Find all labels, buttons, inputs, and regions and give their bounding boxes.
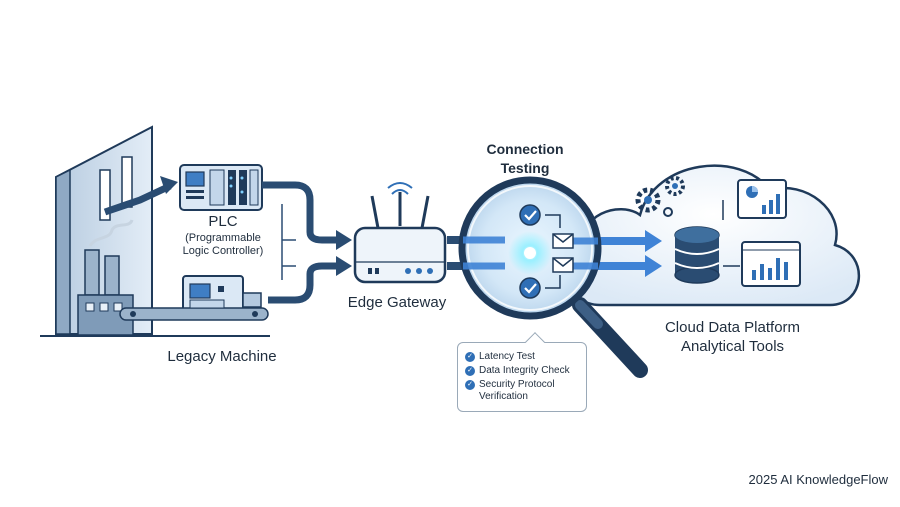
edge-gateway-label: Edge Gateway xyxy=(347,294,447,311)
machine-icon xyxy=(119,275,269,321)
plc-icon xyxy=(179,164,263,211)
cloud-platform-label: Cloud Data Platform Analytical Tools xyxy=(640,318,825,356)
connector-lines xyxy=(262,181,352,304)
plc-subtitle: (Programmable Logic Controller) xyxy=(158,232,288,258)
checkmark-icon: ✓ xyxy=(465,366,475,376)
check-item-label-line-1: Security Protocol xyxy=(479,379,555,390)
lens-connector-bottom xyxy=(545,275,561,289)
footer-credit: 2025 AI KnowledgeFlow xyxy=(748,472,888,487)
check-item-label-line-2: Verification xyxy=(479,391,528,402)
database-icon xyxy=(674,226,720,284)
test-checklist: ✓ Latency Test ✓ Data Integrity Check ✓ … xyxy=(457,332,587,412)
checkmark-icon-2 xyxy=(519,277,541,299)
connection-testing-line-2: Testing xyxy=(500,160,550,176)
checkmark-icon: ✓ xyxy=(465,380,475,390)
check-item-label: Latency Test xyxy=(479,351,535,362)
plc-title: PLC xyxy=(208,213,238,230)
checkmark-icon: ✓ xyxy=(465,352,475,362)
connection-testing-line-1: Connection xyxy=(486,141,564,157)
check-item-label: Security Protocol Verification xyxy=(479,379,555,403)
gateway-router-icon xyxy=(353,182,447,284)
envelope-icon-2 xyxy=(552,257,574,273)
check-item: ✓ Data Integrity Check xyxy=(465,365,580,377)
gear-icon xyxy=(635,176,685,217)
lens-connector-top xyxy=(545,214,561,228)
check-item: ✓ Latency Test xyxy=(465,351,580,363)
check-item-label: Data Integrity Check xyxy=(479,365,570,376)
cloud-label-line-2: Analytical Tools xyxy=(680,338,785,355)
connection-testing-title: Connection Testing xyxy=(470,140,580,178)
cloud-label-line-1: Cloud Data Platform xyxy=(664,319,801,336)
check-item: ✓ Security Protocol Verification xyxy=(465,379,580,403)
checkmark-icon-1 xyxy=(519,204,541,226)
arrow-tester-to-cloud xyxy=(595,230,662,277)
plc-subtitle-line-2: Logic Controller) xyxy=(182,245,264,257)
chart-icon-top xyxy=(737,179,787,219)
legacy-machine-label: Legacy Machine xyxy=(167,348,277,365)
factory-icon xyxy=(40,125,270,337)
chart-icon-bottom xyxy=(741,241,801,287)
arrow-factory-to-plc xyxy=(103,176,178,216)
magnifier-icon xyxy=(458,176,648,378)
plc-subtitle-line-1: (Programmable xyxy=(185,232,261,244)
envelope-icon-1 xyxy=(552,233,574,249)
